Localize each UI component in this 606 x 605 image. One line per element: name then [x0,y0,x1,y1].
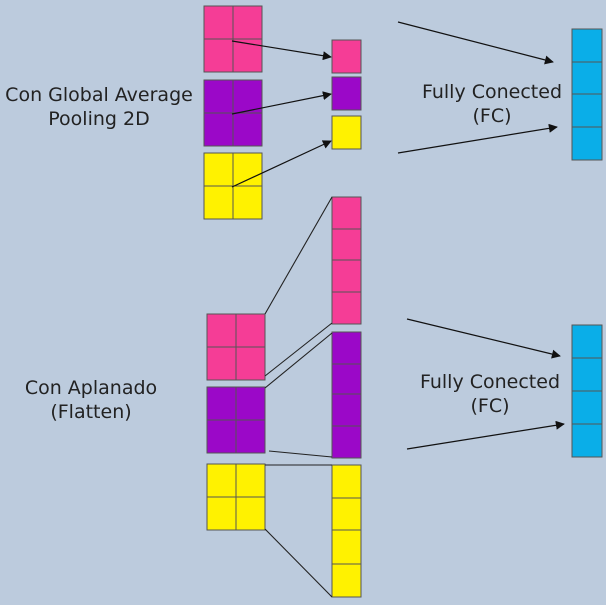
flatten-fc-label-line1: Fully Conected [419,371,561,393]
gap-arrow-yellow [231,140,332,188]
flatten-vector-yellow [331,464,362,598]
flatten-section [206,196,603,598]
gap-pooled-purple [331,76,362,111]
gap-section [203,5,603,220]
gap-fc-column [571,28,603,161]
flatten-fc-label: Fully Conected (FC) [410,370,570,418]
flatten-fc-arrow-top [406,318,561,359]
flatten-fc-arrow-bottom [406,420,565,450]
flatten-label: Con Aplanado (Flatten) [10,376,172,424]
gap-arrow-purple [231,91,332,115]
gap-fc-label-line1: Fully Conected [421,81,563,103]
gap-arrow-magenta [231,40,332,61]
gap-fc-arrow-top [397,21,554,65]
gap-fc-arrow-bottom [397,123,558,154]
flatten-map-magenta [206,313,266,381]
flatten-connectors [264,196,333,598]
flatten-fc-label-line2: (FC) [470,395,510,417]
gap-fc-label: Fully Conected (FC) [412,80,572,128]
gap-label: Con Global Average Pooling 2D [0,83,198,131]
flatten-map-purple [206,386,266,454]
gap-label-line2: Pooling 2D [48,108,150,130]
gap-label-line1: Con Global Average [5,84,193,106]
gap-fc-label-line2: (FC) [472,105,512,127]
flatten-label-line2: (Flatten) [50,401,132,423]
gap-map-magenta [203,5,263,73]
flatten-label-line1: Con Aplanado [24,377,158,399]
gap-map-purple [203,79,263,147]
flatten-vector-magenta [331,196,362,325]
flatten-vector-purple [331,331,362,459]
gap-pooled-yellow [331,115,362,150]
flatten-map-yellow [206,463,266,531]
flatten-fc-column [571,324,603,458]
gap-pooled-magenta [331,39,362,74]
